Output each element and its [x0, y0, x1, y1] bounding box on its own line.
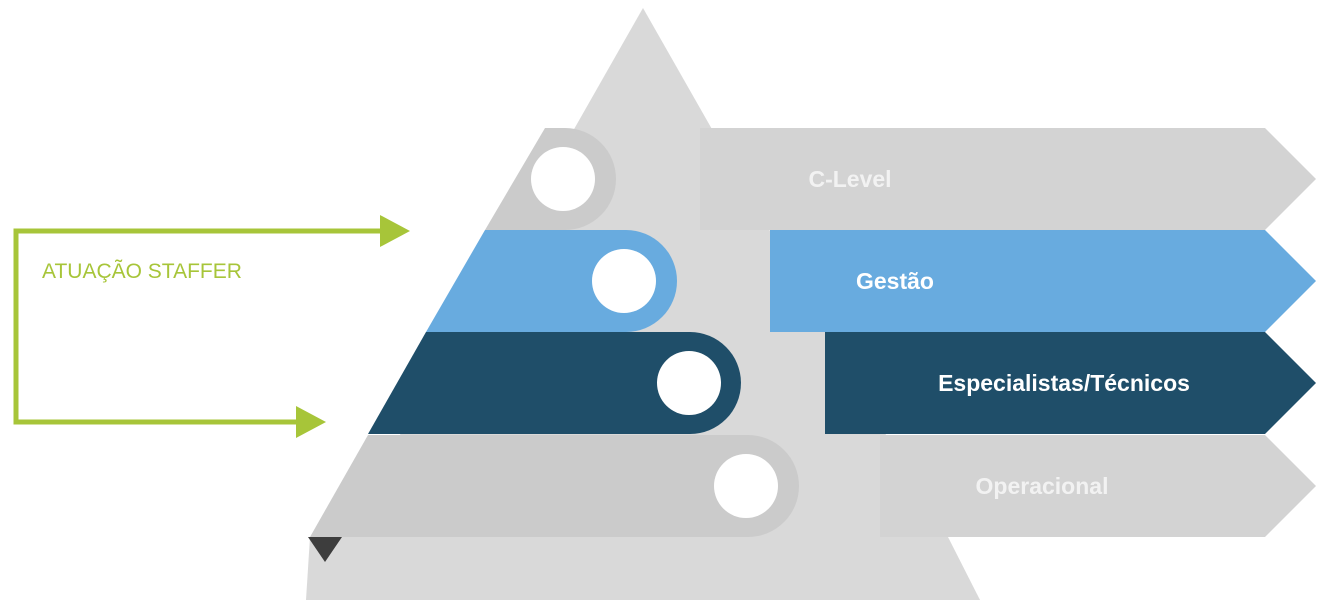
staffer-bracket: ATUAÇÃO STAFFER — [13, 215, 410, 438]
level-especialistas-label: Especialistas/Técnicos — [938, 370, 1190, 396]
level-gestao-arrow — [770, 230, 1316, 332]
level-c-level-label: C-Level — [808, 166, 891, 192]
level-operacional-arrow — [880, 435, 1316, 537]
staffer-label: ATUAÇÃO STAFFER — [42, 259, 242, 283]
level-operacional-circle — [714, 454, 778, 518]
level-gestao-circle — [592, 249, 656, 313]
staffer-arrowhead-top — [380, 215, 410, 247]
level-c-level-circle — [531, 147, 595, 211]
level-operacional-label: Operacional — [976, 473, 1109, 499]
level-especialistas-band — [368, 332, 741, 434]
staffer-arrowhead-bottom — [296, 406, 326, 438]
level-operacional-band — [310, 435, 799, 537]
level-c-level-arrow — [700, 128, 1316, 230]
pyramid-base — [306, 537, 980, 600]
level-especialistas: Especialistas/Técnicos — [368, 332, 1316, 434]
level-especialistas-circle — [657, 351, 721, 415]
dark-wedge — [308, 537, 342, 562]
level-especialistas-arrow — [825, 332, 1316, 434]
level-gestao-label: Gestão — [856, 268, 934, 294]
staffer-bracket-line — [13, 228, 382, 425]
level-c-level: C-Level — [485, 128, 1316, 230]
level-gestao: Gestão — [426, 230, 1316, 332]
level-operacional: Operacional — [310, 435, 1316, 537]
